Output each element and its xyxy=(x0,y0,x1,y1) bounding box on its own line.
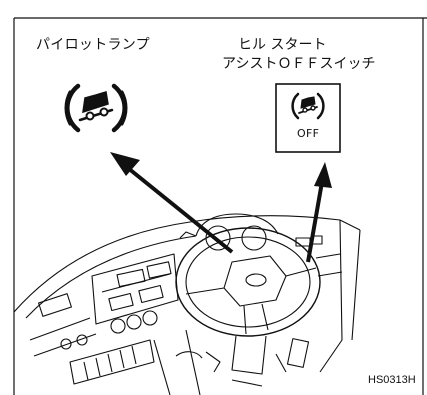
hill-start-label-line2: アシストＯＦＦスイッチ xyxy=(222,56,376,72)
pilot-lamp-label: パイロットランプ xyxy=(36,37,150,53)
switch-symbol-icon xyxy=(291,92,325,120)
hill-start-assist-off-switch xyxy=(275,83,341,153)
frame-border xyxy=(13,17,427,395)
off-text: OFF xyxy=(297,127,320,140)
arrow-to-switch xyxy=(306,162,332,263)
figure-code: HS0313H xyxy=(368,374,416,386)
hill-start-label-line1: ヒル スタート xyxy=(238,37,327,53)
dashboard xyxy=(13,213,361,395)
arrow-to-pilot-lamp xyxy=(110,152,234,254)
pilot-lamp-icon xyxy=(64,83,128,133)
